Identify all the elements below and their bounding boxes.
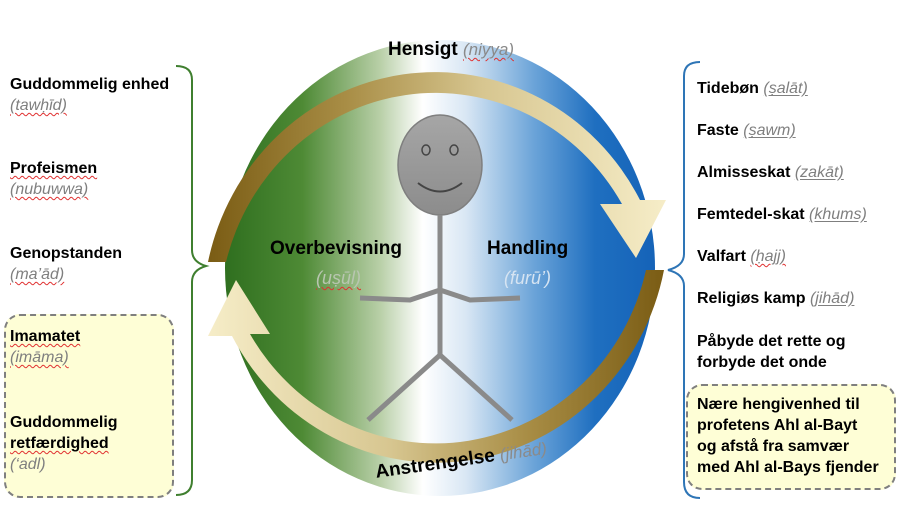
right-item-title: Faste bbox=[697, 122, 739, 139]
left-highlight-box bbox=[4, 314, 174, 498]
right-box-line: Nære hengivenhed til bbox=[697, 396, 860, 413]
left-item-title: Profeismen bbox=[10, 160, 98, 177]
right-item-title: Almisseskat bbox=[697, 164, 791, 181]
action-italic: (furū’) bbox=[504, 268, 552, 288]
figure-leg-right bbox=[438, 353, 514, 422]
right-item-italic: (ḥajj) bbox=[750, 248, 786, 265]
left-box-title: Imamatet bbox=[10, 328, 81, 345]
left-bracket bbox=[175, 65, 210, 496]
left-item-title: Genopstanden bbox=[10, 245, 123, 262]
left-item-italic: (ma’ād) bbox=[10, 266, 65, 283]
right-item-line1: Påbyde det rette og bbox=[697, 333, 846, 350]
right-item: Faste (ṣawm) bbox=[697, 122, 796, 140]
left-item-italic: (tawḥīd) bbox=[10, 97, 67, 114]
figure-eye-right bbox=[449, 144, 459, 156]
right-box-line: med Ahl al-Bays fjender bbox=[697, 459, 879, 476]
bottom-arc-italic: (jihād) bbox=[498, 438, 549, 465]
right-item-title: Valfart bbox=[697, 248, 746, 265]
top-arc-title: Hensigt bbox=[388, 39, 458, 60]
right-item: Tidebøn (ṣalāt) bbox=[697, 80, 808, 98]
left-box-italic: (imāma) bbox=[10, 349, 69, 366]
right-item-italic: (khums) bbox=[809, 206, 867, 223]
top-arc-italic: (niyya) bbox=[462, 40, 514, 59]
left-box-title-line2: retfærdighed bbox=[10, 435, 109, 452]
figure-arms bbox=[359, 287, 521, 303]
right-highlight-box bbox=[686, 384, 896, 490]
stick-figure bbox=[359, 114, 521, 422]
right-box-line: profetens Ahl al-Bayt bbox=[697, 417, 858, 434]
right-item-title: Religiøs kamp bbox=[697, 290, 806, 307]
left-box-italic: (‘adl) bbox=[10, 456, 46, 473]
figure-leg-left bbox=[366, 353, 442, 422]
bottom-arc-arrow bbox=[208, 270, 664, 463]
figure-smile bbox=[417, 182, 463, 193]
right-item-italic: (zakāt) bbox=[794, 164, 844, 181]
left-item-italic: (nubuwwa) bbox=[10, 181, 89, 198]
right-item-line2: forbyde det onde bbox=[697, 354, 827, 371]
figure-eye-left bbox=[421, 144, 431, 156]
top-arc-arrow bbox=[208, 72, 666, 263]
right-item-italic: (jihād) bbox=[809, 290, 855, 307]
belief-title: Overbevisning bbox=[270, 238, 402, 259]
action-title: Handling bbox=[487, 238, 569, 259]
right-item-italic: (ṣalāt) bbox=[763, 80, 808, 97]
left-box-title-line1: Guddommelig bbox=[10, 414, 118, 431]
right-item: Religiøs kamp (jihād) bbox=[697, 290, 854, 308]
right-item: Femtedel-skat (khums) bbox=[697, 206, 867, 224]
right-item: Valfart (ḥajj) bbox=[697, 248, 786, 266]
left-item-title: Guddommelig enhed bbox=[10, 76, 170, 93]
belief-italic: (uṣūl) bbox=[316, 268, 362, 288]
top-arc-label: Hensigt (niyya) bbox=[388, 39, 514, 61]
right-box-line: og afstå fra samvær bbox=[697, 438, 850, 455]
right-bracket bbox=[667, 61, 701, 499]
right-item-title: Femtedel-skat bbox=[697, 206, 805, 223]
figure-head bbox=[397, 114, 483, 216]
right-item-title: Tidebøn bbox=[697, 80, 759, 97]
right-item: Almisseskat (zakāt) bbox=[697, 164, 844, 182]
right-item-italic: (ṣawm) bbox=[743, 122, 796, 139]
